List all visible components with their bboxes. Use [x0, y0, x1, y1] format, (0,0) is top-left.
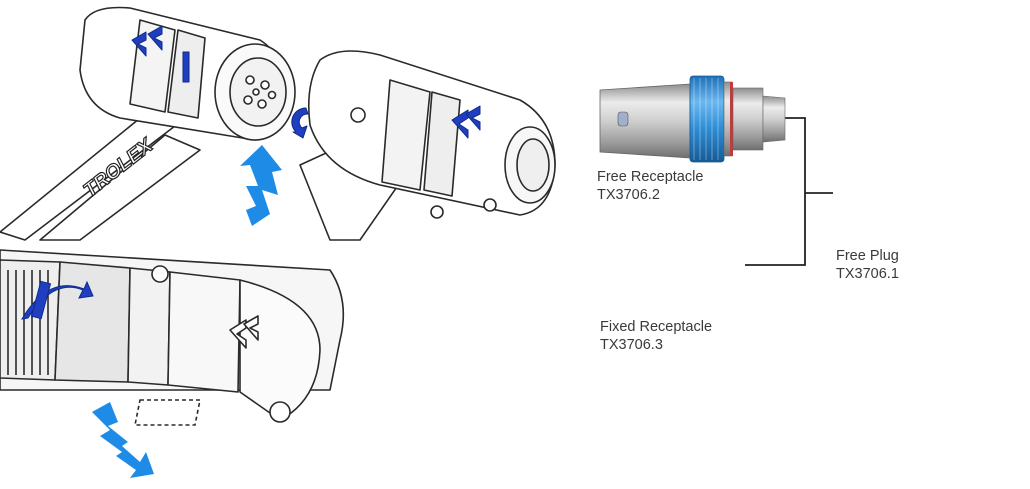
chevron-mark-icon [131, 31, 147, 57]
bottom-left-sketch [0, 249, 345, 426]
free-receptacle-name: Free Receptacle [597, 169, 704, 185]
rotate-arrow-icon [291, 107, 309, 139]
top-left-sketch [0, 6, 556, 241]
lightning-arrow-up-icon [240, 145, 282, 226]
chevron-mark-icon [30, 280, 52, 320]
fixed-receptacle-label: Fixed Receptacle TX3706.3 [600, 318, 712, 354]
connection-lines [745, 117, 833, 266]
fixed-receptacle-name: Fixed Receptacle [600, 319, 713, 335]
free-plug-name: Free Plug [836, 248, 899, 264]
lightning-arrow-down-icon [92, 402, 154, 478]
fixed-receptacle-code: TX3706.3 [600, 337, 663, 353]
free-receptacle-image [599, 75, 786, 163]
free-receptacle-code: TX3706.2 [597, 187, 660, 203]
free-plug-label: Free Plug TX3706.1 [836, 247, 899, 283]
free-plug-code: TX3706.1 [836, 266, 899, 282]
free-receptacle-label: Free Receptacle TX3706.2 [597, 168, 703, 204]
